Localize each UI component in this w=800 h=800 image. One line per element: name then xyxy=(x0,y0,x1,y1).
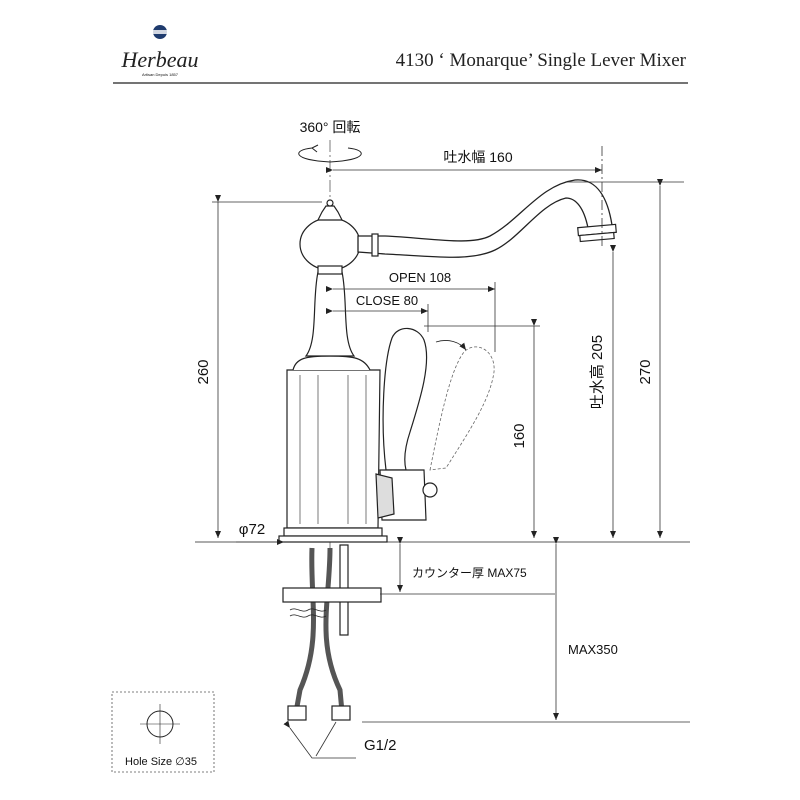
base-diameter-label: φ72 xyxy=(239,521,265,538)
height-160-label: 160 xyxy=(511,423,528,448)
rotation-arrow-icon xyxy=(298,144,362,163)
max-length-label: MAX350 xyxy=(568,642,618,657)
open-label: OPEN 108 xyxy=(389,270,451,285)
hole-size-box: Hole Size ∅35 xyxy=(111,691,215,773)
lever-swing-arrow xyxy=(435,339,467,351)
close-label: CLOSE 80 xyxy=(356,293,418,308)
page-title: 4130 ‘ Monarque’ Single Lever Mixer xyxy=(396,50,687,71)
brand-tagline: Artisan Depuis 1857 xyxy=(142,72,179,77)
spout-reach-label: 吐水幅 160 xyxy=(443,149,512,165)
brand-name: Herbeau xyxy=(121,47,199,72)
counter-thickness-label: カウンター厚 MAX75 xyxy=(412,566,527,580)
hole-size-label: Hole Size ∅35 xyxy=(125,756,197,768)
lever-open-outline xyxy=(429,346,495,471)
height-270-label: 270 xyxy=(637,359,654,384)
spout-height-label: 吐水高 205 xyxy=(589,335,606,409)
thread-label: G1/2 xyxy=(364,737,397,754)
rotation-label: 360° 回転 xyxy=(300,119,361,135)
break-symbol xyxy=(289,608,327,618)
brand-logo: Herbeau Artisan Depuis 1857 xyxy=(121,25,199,77)
faucet-outline xyxy=(278,179,617,721)
height-260-label: 260 xyxy=(195,359,212,384)
